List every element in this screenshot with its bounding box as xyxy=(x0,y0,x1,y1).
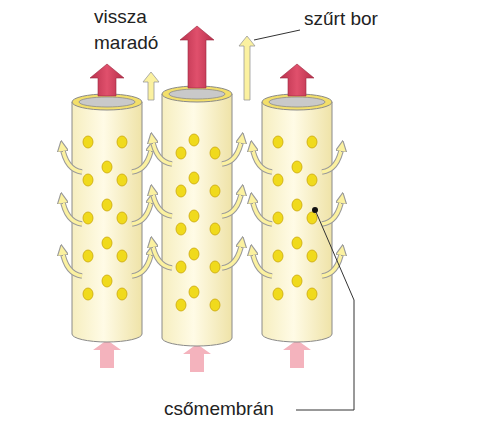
filtrate-arrow xyxy=(143,72,159,100)
inflow-arrow xyxy=(283,340,311,368)
tube-membrane xyxy=(152,86,242,346)
leader-dot xyxy=(312,207,318,213)
tube-membrane xyxy=(62,94,152,342)
tube-membrane xyxy=(252,94,342,342)
retentate-arrow xyxy=(180,26,214,88)
retentate-label: vissza maradó xyxy=(94,4,172,56)
leader-line xyxy=(296,212,354,410)
filtrate-arrow xyxy=(239,36,255,100)
retentate-arrow xyxy=(90,64,124,96)
filtrate-label: szűrt bor xyxy=(304,6,414,32)
leader-line xyxy=(254,30,300,40)
membrane-label: csőmembrán xyxy=(164,396,296,422)
retentate-arrow xyxy=(280,64,314,96)
inflow-arrow xyxy=(183,344,211,372)
membrane-illustration xyxy=(62,26,354,410)
inflow-arrow xyxy=(93,340,121,368)
